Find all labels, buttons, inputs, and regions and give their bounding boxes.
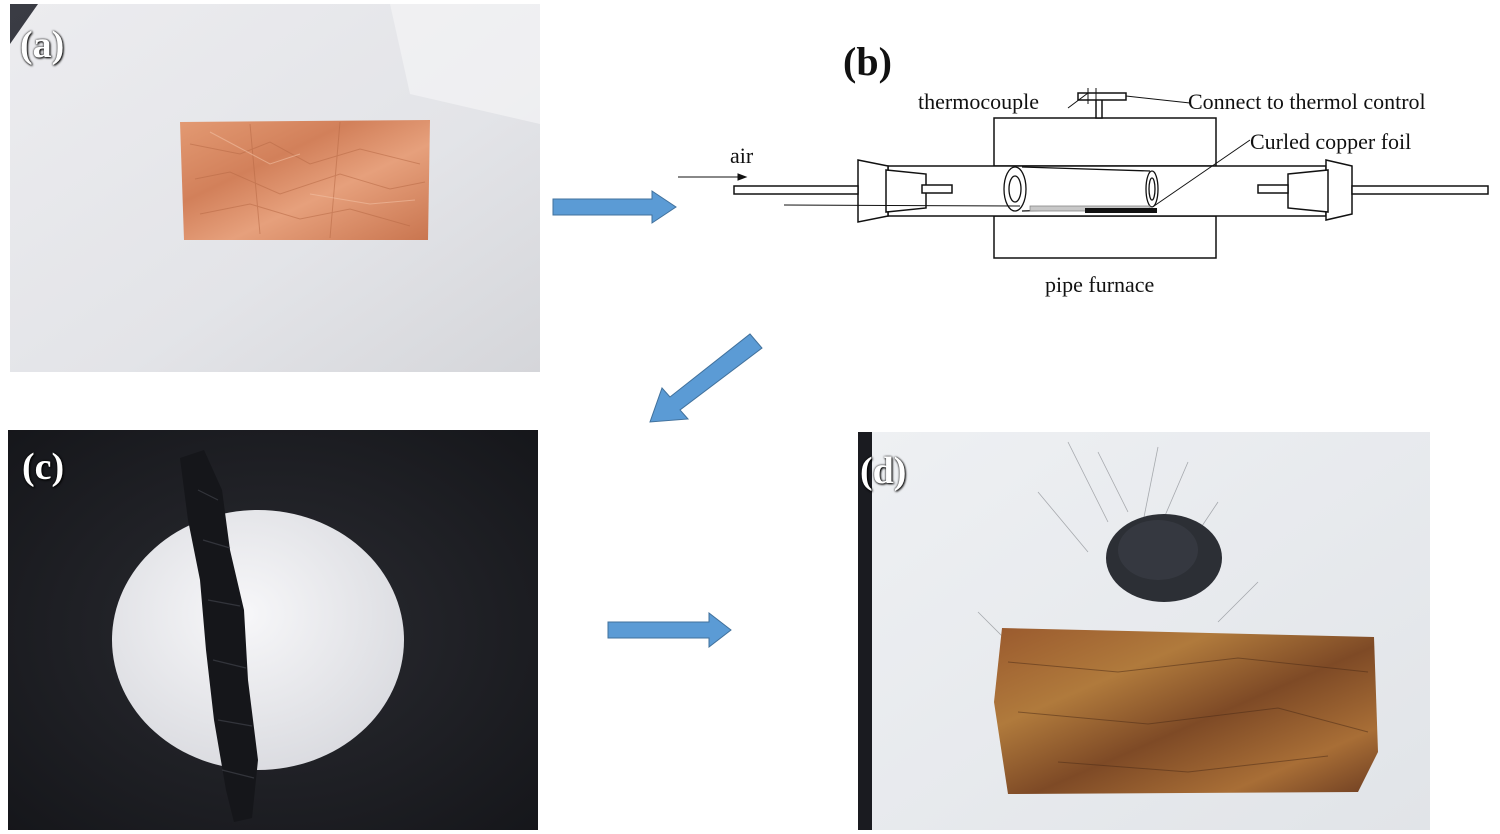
- furnace-top-block: [993, 117, 1217, 167]
- panel-label-d: (d): [860, 450, 907, 492]
- air-inlet-pipe: [733, 185, 859, 195]
- panel-label-c: (c): [22, 446, 65, 488]
- label-connect-thermol-control: Connect to thermol control: [1188, 89, 1426, 114]
- outlet-pipe: [1351, 185, 1489, 195]
- photo-copper-foil: (a): [10, 4, 540, 372]
- label-air: air: [730, 143, 754, 168]
- diagonal-arrow-icon: [649, 333, 763, 423]
- panel-label-b: (b): [843, 39, 892, 84]
- left-flange: [857, 159, 889, 223]
- label-curled-copper-foil: Curled copper foil: [1250, 129, 1412, 154]
- right-arrow-icon: [552, 190, 677, 224]
- label-thermocouple: thermocouple: [918, 89, 1039, 114]
- label-pipe-furnace: pipe furnace: [1045, 272, 1155, 297]
- right-plug: [1287, 169, 1329, 213]
- thermocouple-head: [1077, 92, 1127, 101]
- furnace-bottom-block: [993, 215, 1217, 259]
- pipe-furnace-schematic: [678, 88, 1489, 259]
- photo-powder-and-copper-image: [858, 432, 1430, 830]
- photo-copper-foil-image: [10, 4, 540, 372]
- left-plug: [885, 169, 927, 213]
- photo-oxidized-foil: (c): [8, 430, 538, 830]
- right-flange: [1325, 159, 1353, 221]
- right-arrow-icon-2: [607, 612, 732, 648]
- panel-label-a: (a): [20, 24, 65, 66]
- photo-powder-and-copper: (d): [858, 432, 1430, 830]
- photo-oxidized-foil-image: [8, 430, 538, 830]
